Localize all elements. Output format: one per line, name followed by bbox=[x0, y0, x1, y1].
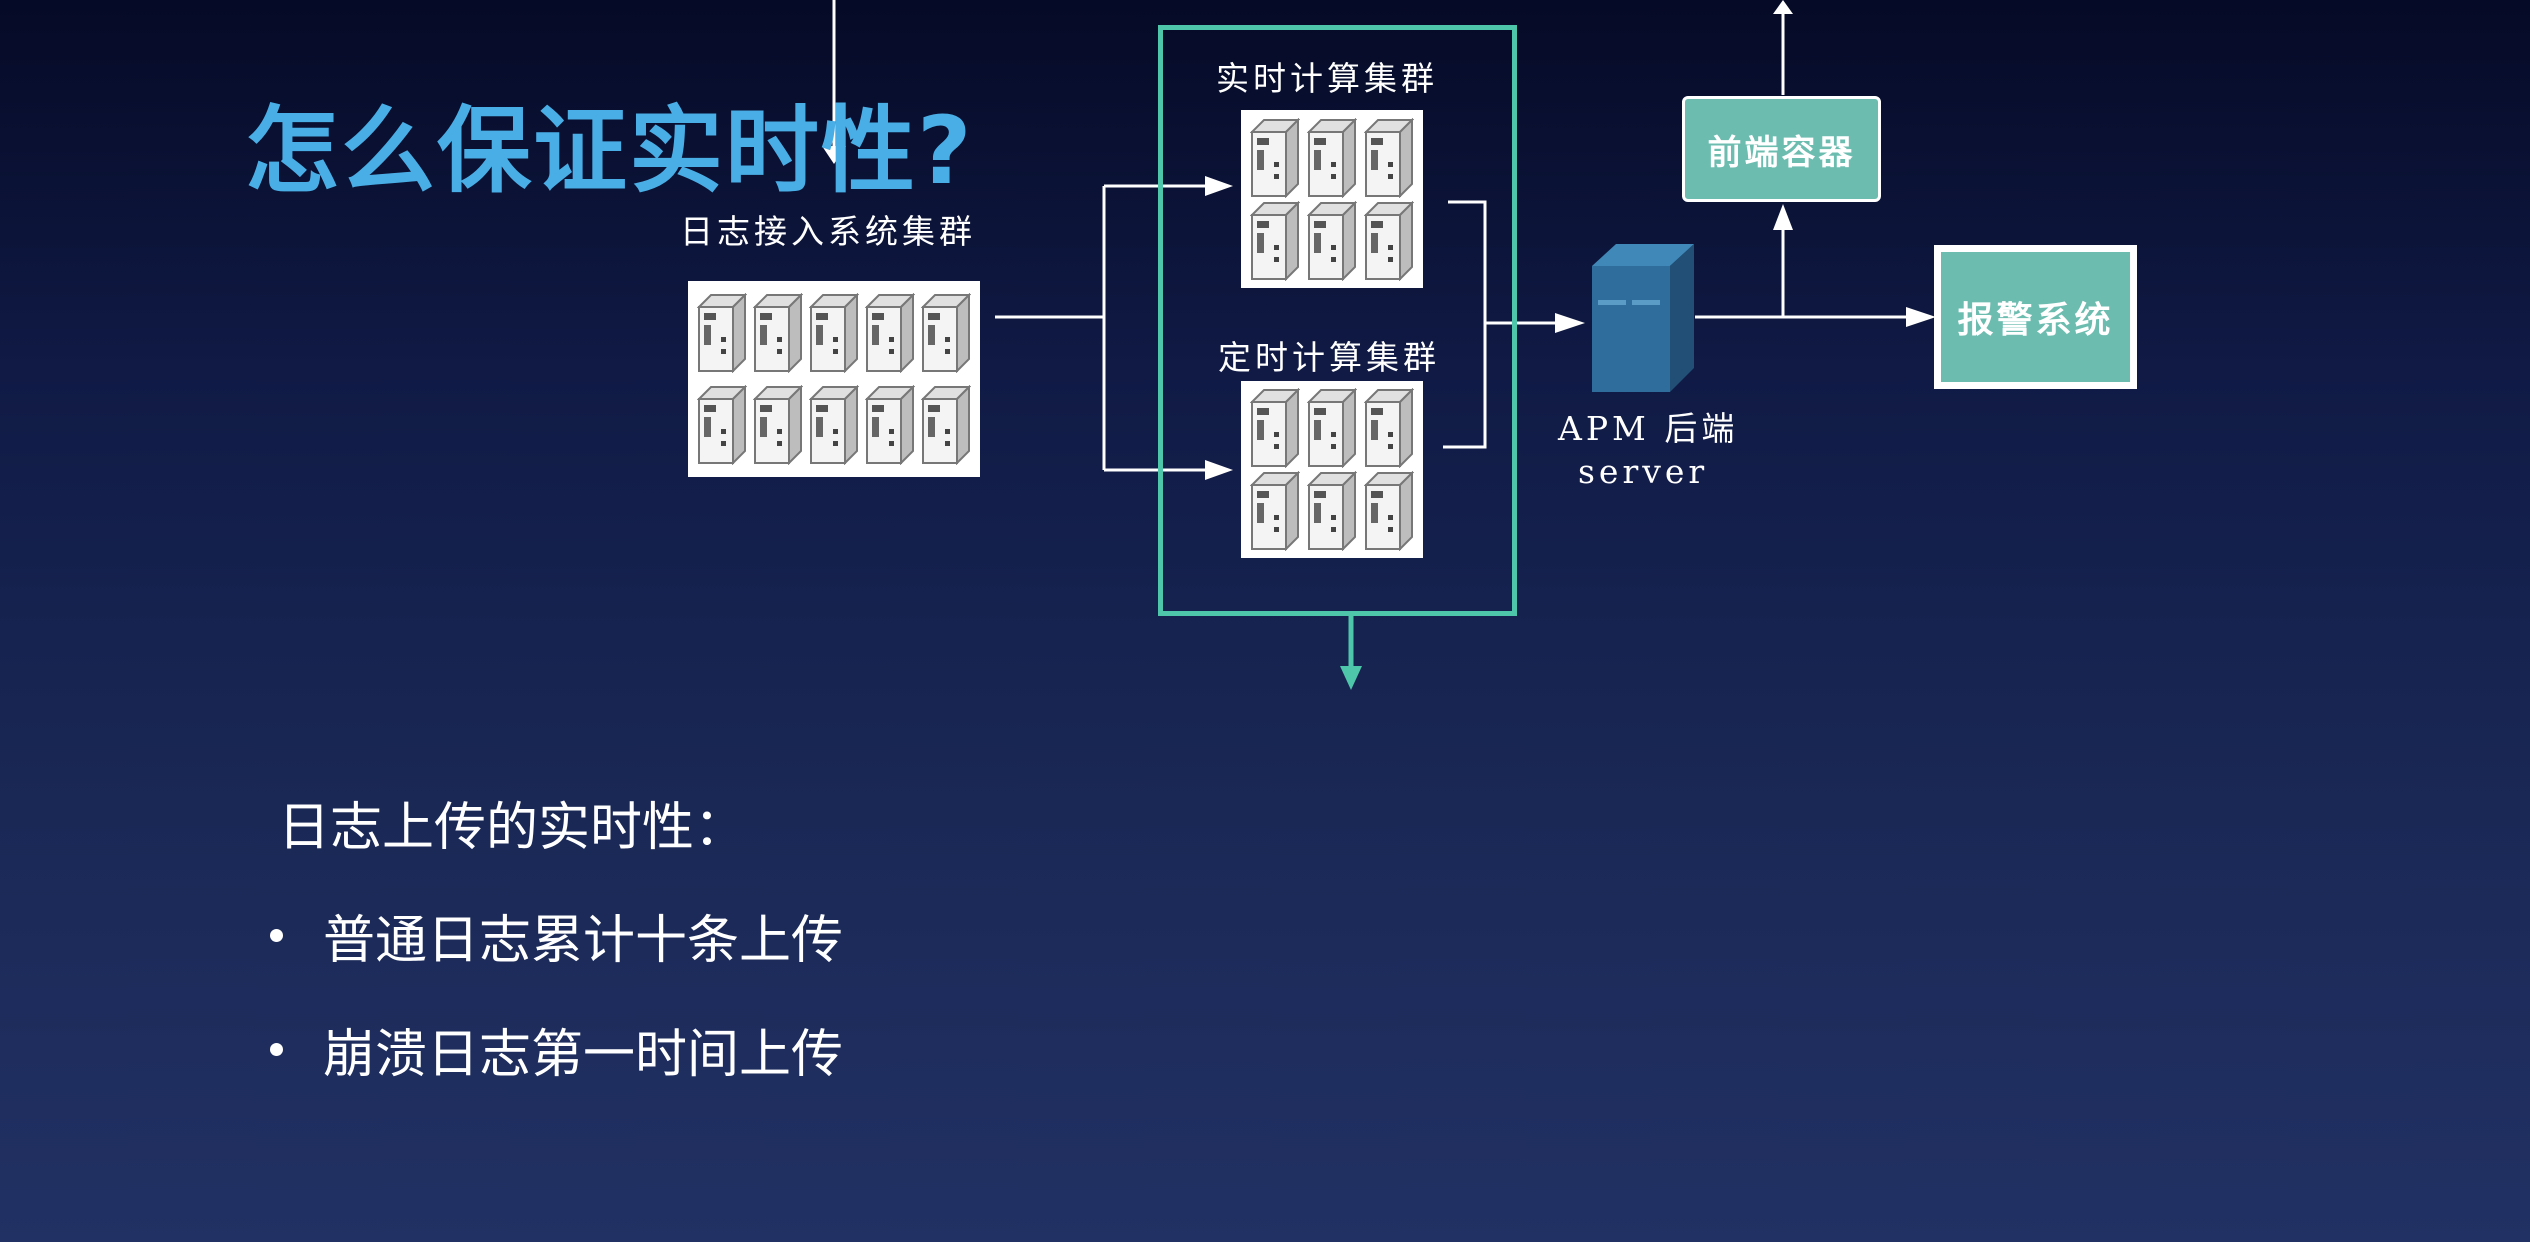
server-rack-icon bbox=[697, 385, 747, 465]
alarm-system-box: 报警系统 bbox=[1934, 245, 2137, 389]
alarm-system-label: 报警系统 bbox=[1957, 300, 2114, 341]
server-rack-icon bbox=[865, 385, 915, 465]
bullet-text: 普通日志累计十条上传 bbox=[323, 911, 844, 971]
server-rack-icon bbox=[1250, 200, 1301, 281]
server-rack-icon bbox=[697, 293, 747, 373]
server-rack-icon bbox=[1363, 200, 1414, 281]
apm-label-line2: server bbox=[1578, 452, 1709, 491]
bullet-dot bbox=[270, 1043, 283, 1056]
server-rack-icon bbox=[1250, 117, 1301, 198]
server-rack-icon bbox=[753, 385, 803, 465]
server-rack-icon bbox=[753, 293, 803, 373]
server-rack-icon bbox=[865, 293, 915, 373]
server-rack-icon bbox=[809, 385, 859, 465]
server-rack-icon bbox=[1306, 388, 1357, 469]
bullet-item: 崩溃日志第一时间上传 bbox=[270, 1012, 843, 1087]
realtime-cluster-servers bbox=[1241, 110, 1423, 288]
subtitle: 日志上传的实时性： bbox=[278, 798, 747, 858]
log-ingest-label: 日志接入系统集群 bbox=[680, 212, 976, 251]
server-rack-icon bbox=[1363, 470, 1414, 551]
compute-cluster-frame bbox=[1158, 25, 1517, 616]
server-rack-icon bbox=[921, 385, 971, 465]
bullet-dot bbox=[270, 929, 283, 942]
scheduled-cluster-label: 定时计算集群 bbox=[1218, 338, 1440, 377]
server-rack-icon bbox=[1306, 117, 1357, 198]
server-rack-icon bbox=[1306, 200, 1357, 281]
server-rack-icon bbox=[1250, 388, 1301, 469]
apm-server-icon bbox=[1592, 244, 1694, 392]
log-ingest-cluster bbox=[688, 281, 980, 477]
bullet-text: 崩溃日志第一时间上传 bbox=[323, 1025, 844, 1085]
frontend-container-box: 前端容器 bbox=[1682, 96, 1881, 202]
scheduled-cluster-servers bbox=[1241, 381, 1423, 558]
apm-label-line1: APM 后端 bbox=[1558, 409, 1739, 448]
server-rack-icon bbox=[921, 293, 971, 373]
server-rack-icon bbox=[1250, 470, 1301, 551]
page-title: 怎么保证实时性? bbox=[245, 97, 974, 206]
server-rack-icon bbox=[1306, 470, 1357, 551]
server-rack-icon bbox=[809, 293, 859, 373]
realtime-cluster-label: 实时计算集群 bbox=[1216, 59, 1438, 98]
server-rack-icon bbox=[1363, 117, 1414, 198]
server-rack-icon bbox=[1363, 388, 1414, 469]
frontend-container-label: 前端容器 bbox=[1707, 132, 1856, 173]
bullet-item: 普通日志累计十条上传 bbox=[270, 898, 843, 973]
